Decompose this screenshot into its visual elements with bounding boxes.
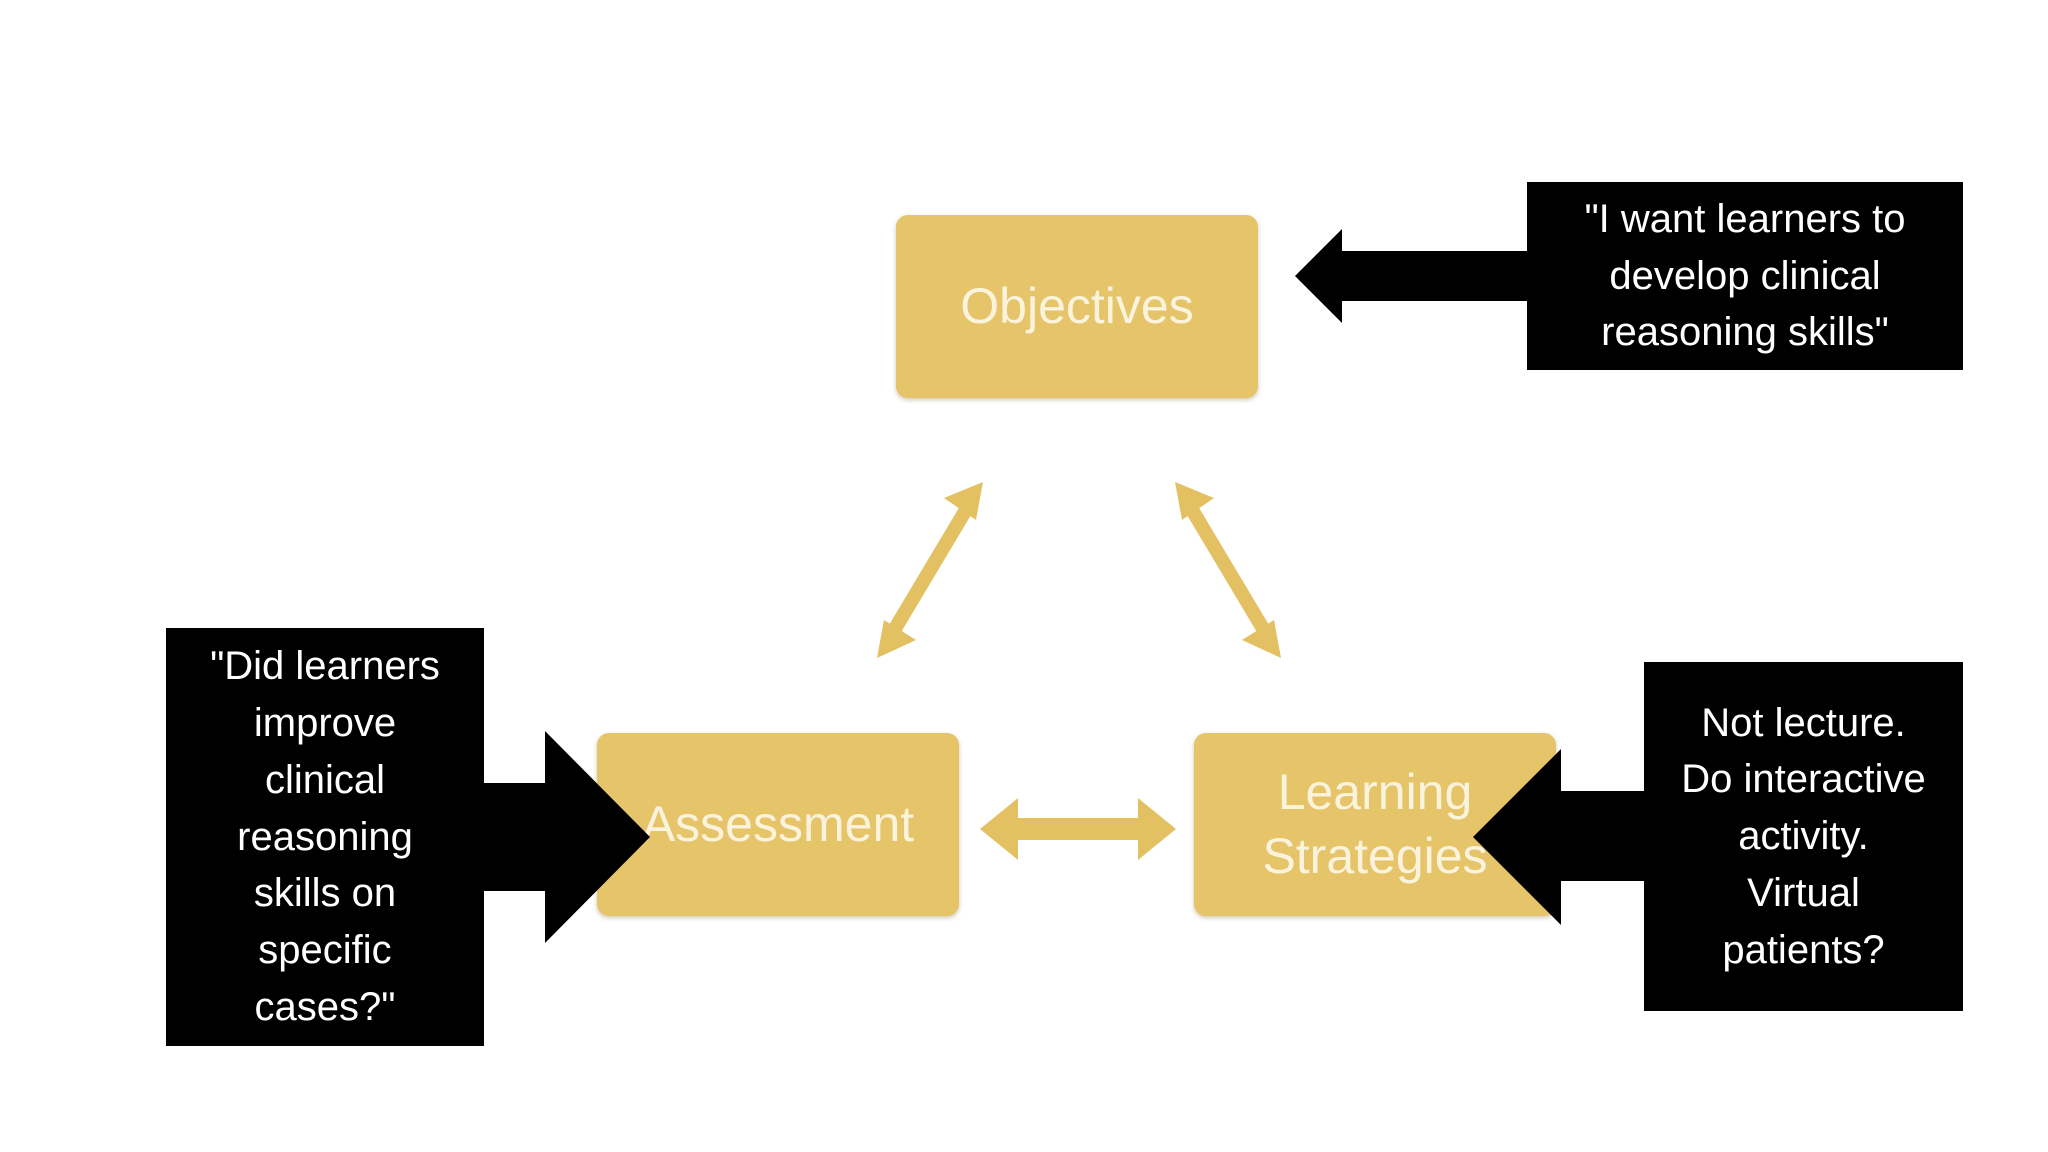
callout-arrow-objectives xyxy=(1295,229,1530,323)
callout-arrow-learning-strategies xyxy=(1473,749,1646,925)
callout-assessment: "Did learners improve clinical reasoning… xyxy=(166,628,484,1046)
node-assessment: Assessment xyxy=(597,733,959,916)
double-arrow-objectives-learning-strategies xyxy=(1175,482,1281,658)
double-arrow-objectives-assessment xyxy=(877,482,983,658)
callout-objectives: "I want learners to develop clinical rea… xyxy=(1527,182,1963,370)
node-objectives: Objectives xyxy=(896,215,1258,398)
double-arrow-assessment-learning-strategies xyxy=(980,798,1176,860)
callout-arrow-assessment xyxy=(482,731,650,943)
callout-learning-strategies: Not lecture. Do interactive activity. Vi… xyxy=(1644,662,1963,1011)
